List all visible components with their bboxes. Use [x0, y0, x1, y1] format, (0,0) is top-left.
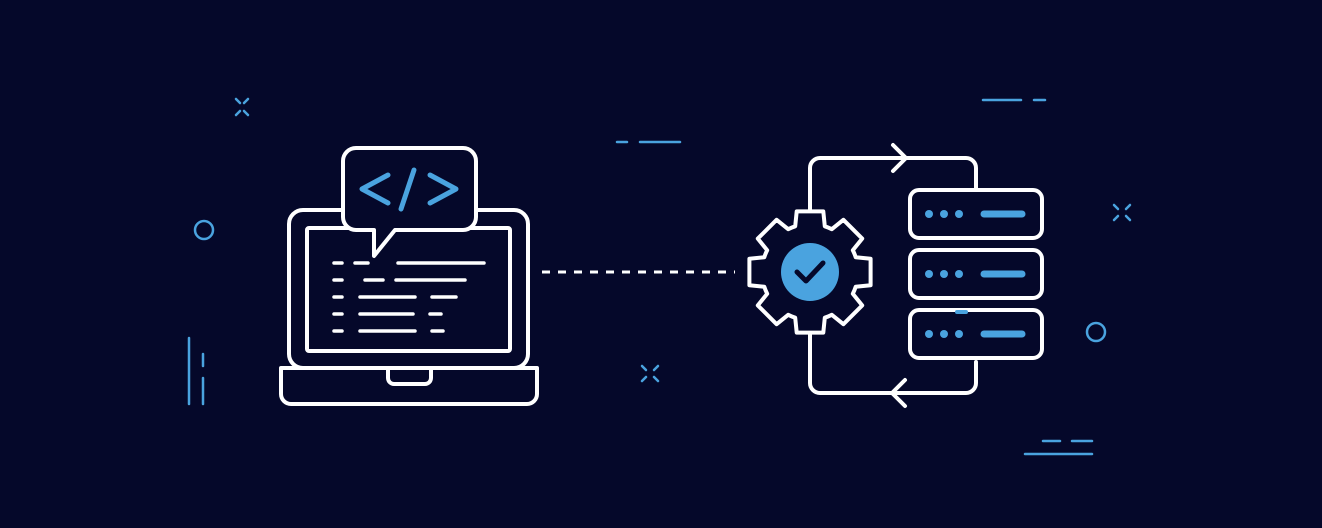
laptop-icon — [279, 208, 539, 406]
dashes-bottom-right — [1023, 439, 1094, 456]
decorations — [187, 97, 1132, 456]
code-lines — [332, 261, 486, 333]
cycle-bottom-arrowhead — [890, 378, 907, 408]
laptop-trackpad-notch — [386, 366, 433, 386]
speech-bubble — [341, 146, 478, 258]
check-icon — [794, 260, 826, 284]
server-unit-1 — [908, 188, 1044, 240]
server-indicator-dots — [925, 210, 963, 338]
sparkle-center — [640, 364, 660, 383]
sparkle-right — [1112, 203, 1132, 222]
sync-arrows-icon — [808, 143, 978, 408]
sparkle-left — [234, 97, 250, 117]
server-stack-icon — [908, 188, 1044, 360]
circle-left — [193, 219, 215, 241]
gear-center-disc — [781, 243, 839, 301]
server-unit-3 — [908, 308, 1044, 360]
dashes-left-vertical — [187, 336, 205, 406]
code-speech-bubble-icon — [341, 146, 478, 258]
server-status-bars — [980, 210, 1026, 338]
circle-right — [1085, 321, 1107, 343]
laptop-lid — [287, 208, 530, 370]
cycle-top-arrowhead — [891, 143, 908, 173]
cycle-top-path — [808, 156, 978, 230]
code-symbol-icon — [359, 167, 459, 212]
gear-check-icon — [747, 209, 873, 335]
server-unit-2 — [908, 248, 1044, 300]
